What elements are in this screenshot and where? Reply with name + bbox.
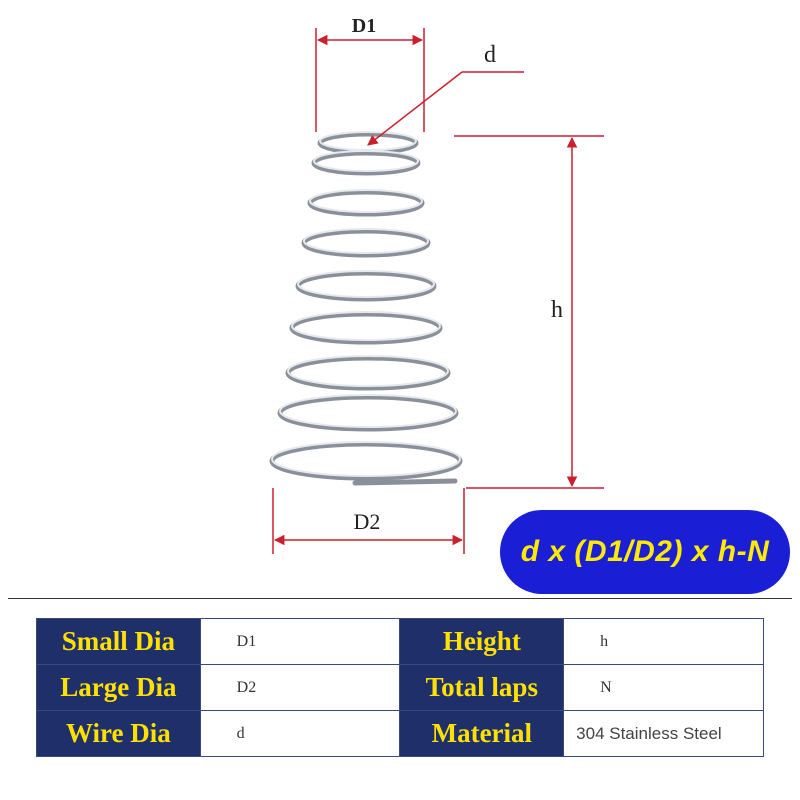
spec-value: d	[199, 710, 401, 757]
d1-label: D1	[352, 15, 376, 37]
spec-label: Small Dia	[36, 618, 201, 665]
size-formula-badge: d x (D1/D2) x h-N	[500, 510, 790, 594]
wire-dia-label: d	[484, 42, 496, 68]
d1-dimension	[315, 28, 425, 132]
d2-dimension	[272, 488, 465, 554]
spec-table: Small Dia D1 Height h Large Dia D2 Total…	[36, 618, 764, 757]
spec-label: Total laps	[399, 664, 565, 711]
spec-value: D2	[199, 664, 401, 711]
table-row: Wire Dia d Material 304 Stainless Steel	[36, 710, 764, 757]
h-label: h	[551, 297, 563, 323]
size-formula: d x (D1/D2) x h-N	[520, 535, 770, 568]
section-divider	[8, 598, 792, 599]
conical-spring	[269, 131, 463, 486]
spec-value: D1	[199, 618, 401, 665]
spring-diagram: D1 d h D2	[269, 15, 604, 554]
d2-label: D2	[354, 509, 381, 534]
spec-label: Wire Dia	[36, 710, 201, 757]
spec-label: Material	[399, 710, 565, 757]
table-row: Large Dia D2 Total laps N	[36, 664, 764, 711]
spec-label: Large Dia	[36, 664, 201, 711]
spec-value: h	[563, 618, 764, 665]
spec-value: N	[563, 664, 764, 711]
h-dimension	[454, 135, 604, 489]
spec-label: Height	[399, 618, 565, 665]
spec-value: 304 Stainless Steel	[563, 710, 764, 757]
table-row: Small Dia D1 Height h	[36, 618, 764, 665]
wire-dia-leader	[367, 71, 524, 146]
